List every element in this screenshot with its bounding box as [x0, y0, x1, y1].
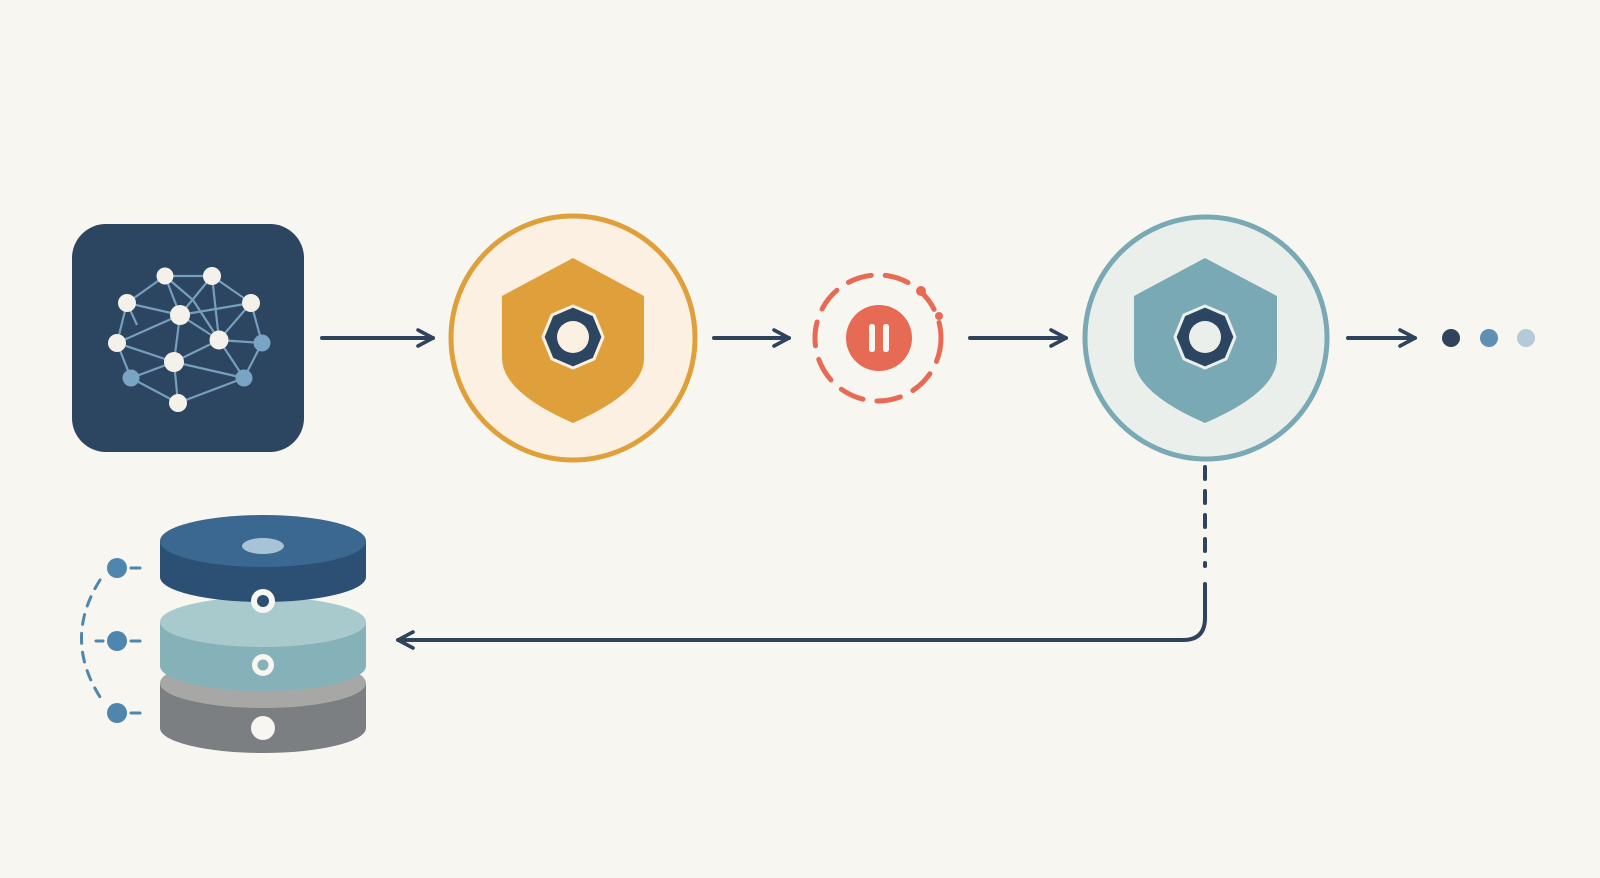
database-side-connectors [80, 558, 142, 723]
neural-network-tile [72, 224, 304, 452]
neural-network-icon [108, 267, 271, 412]
pause-accent-dot [916, 286, 926, 296]
database-layer-top [160, 515, 366, 613]
neural-network-node [72, 224, 304, 452]
pause-accent-dot [935, 312, 943, 320]
shield-hex-nut-icon [502, 258, 644, 423]
pause-icon [846, 305, 912, 371]
shield-hex-nut-icon [1134, 258, 1277, 423]
return-arrow [396, 582, 1207, 650]
database-stack-icon [160, 515, 366, 753]
checkpoint-muted-node [1082, 214, 1330, 462]
return-connector [396, 465, 1207, 650]
checkpoint-active-node [448, 213, 698, 463]
pause-dashed-ring [812, 272, 944, 404]
database-layer-middle [160, 597, 366, 691]
pause-node [812, 272, 944, 404]
ellipsis-dots-icon [1442, 329, 1535, 347]
